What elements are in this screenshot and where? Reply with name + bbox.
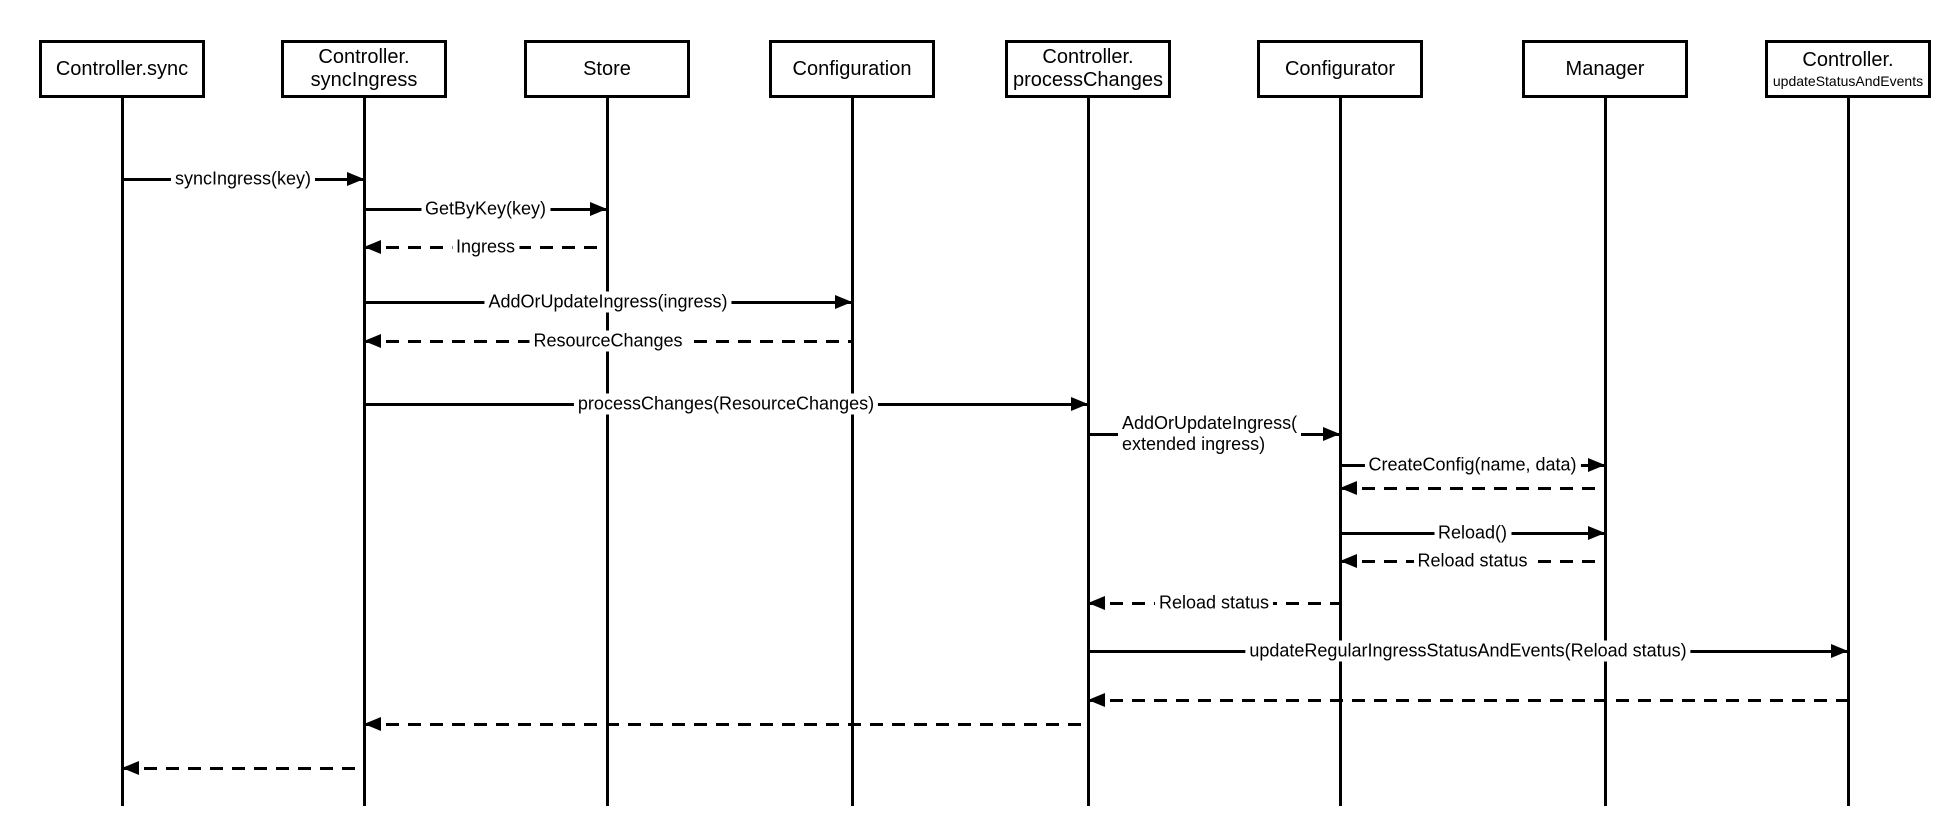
message-label: GetByKey(key): [420, 198, 551, 220]
lifeline-controller-updatestatusandevents: [1846, 96, 1850, 806]
participant-label: Store: [583, 57, 631, 80]
message-label-line: AddOrUpdateIngress(: [1122, 413, 1298, 433]
arrowhead-icon: [1088, 596, 1105, 610]
arrowhead-icon: [364, 717, 381, 731]
participant-label: Controller.: [1042, 46, 1134, 68]
participant-label: syncIngress: [310, 69, 418, 91]
arrowhead-icon: [590, 202, 607, 216]
participant-manager: Manager: [1522, 40, 1688, 98]
participant-configuration: Configuration: [769, 40, 935, 98]
arrowhead-icon: [364, 334, 381, 348]
arrowhead-icon: [122, 761, 139, 775]
participant-store: Store: [524, 40, 690, 98]
message-label: Reload status: [1413, 550, 1532, 572]
arrowhead-icon: [835, 295, 852, 309]
participant-controller-sync: Controller.sync: [39, 40, 205, 98]
lifeline-controller-syncingress: [362, 96, 366, 806]
message-line: [1340, 486, 1605, 490]
lifeline-controller-processchanges: [1086, 96, 1090, 806]
lifeline-store: [605, 96, 609, 806]
participant-label: updateStatusAndEvents: [1772, 72, 1924, 89]
message-label: AddOrUpdateIngress(ingress): [484, 291, 732, 313]
lifeline-configuration: [850, 96, 854, 806]
message-label: Reload(): [1433, 522, 1512, 544]
message-line: [122, 766, 364, 770]
arrowhead-icon: [1323, 427, 1340, 441]
arrowhead-icon: [1831, 644, 1848, 658]
message-line: [1088, 698, 1848, 702]
participant-configurator: Configurator: [1257, 40, 1423, 98]
message-label: ResourceChanges: [529, 330, 687, 352]
participant-label: processChanges: [1012, 69, 1164, 91]
message-label: AddOrUpdateIngress(extended ingress): [1118, 413, 1302, 455]
arrowhead-icon: [1071, 397, 1088, 411]
participant-label: Manager: [1565, 57, 1645, 80]
message-label: Reload status: [1154, 592, 1274, 614]
arrowhead-icon: [1588, 458, 1605, 472]
lifeline-configurator: [1338, 96, 1342, 806]
arrowhead-icon: [364, 240, 381, 254]
arrowhead-icon: [1588, 526, 1605, 540]
participant-label: Controller.: [318, 46, 410, 68]
arrowhead-icon: [1340, 554, 1357, 568]
participant-label: Configuration: [792, 57, 912, 80]
lifeline-manager: [1603, 96, 1607, 806]
message-label: Ingress: [451, 236, 520, 258]
participant-controller-processchanges: Controller.processChanges: [1005, 40, 1171, 98]
message-label: syncIngress(key): [170, 168, 316, 190]
arrowhead-icon: [347, 172, 364, 186]
lifeline-controller-sync: [120, 96, 124, 806]
participant-controller-syncingress: Controller.syncIngress: [281, 40, 447, 98]
participant-label: Controller.: [1802, 48, 1894, 71]
arrowhead-icon: [1088, 693, 1105, 707]
message-label: CreateConfig(name, data): [1364, 454, 1581, 476]
message-label-line: extended ingress): [1122, 434, 1266, 454]
message-label: processChanges(ResourceChanges): [573, 393, 879, 415]
participant-label: Controller.sync: [55, 57, 189, 80]
arrowhead-icon: [1340, 481, 1357, 495]
participant-label: Configurator: [1284, 57, 1396, 80]
message-line: [364, 722, 1088, 726]
participant-controller-updatestatusandevents: Controller.updateStatusAndEvents: [1765, 40, 1931, 98]
message-label: updateRegularIngressStatusAndEvents(Relo…: [1245, 640, 1691, 662]
